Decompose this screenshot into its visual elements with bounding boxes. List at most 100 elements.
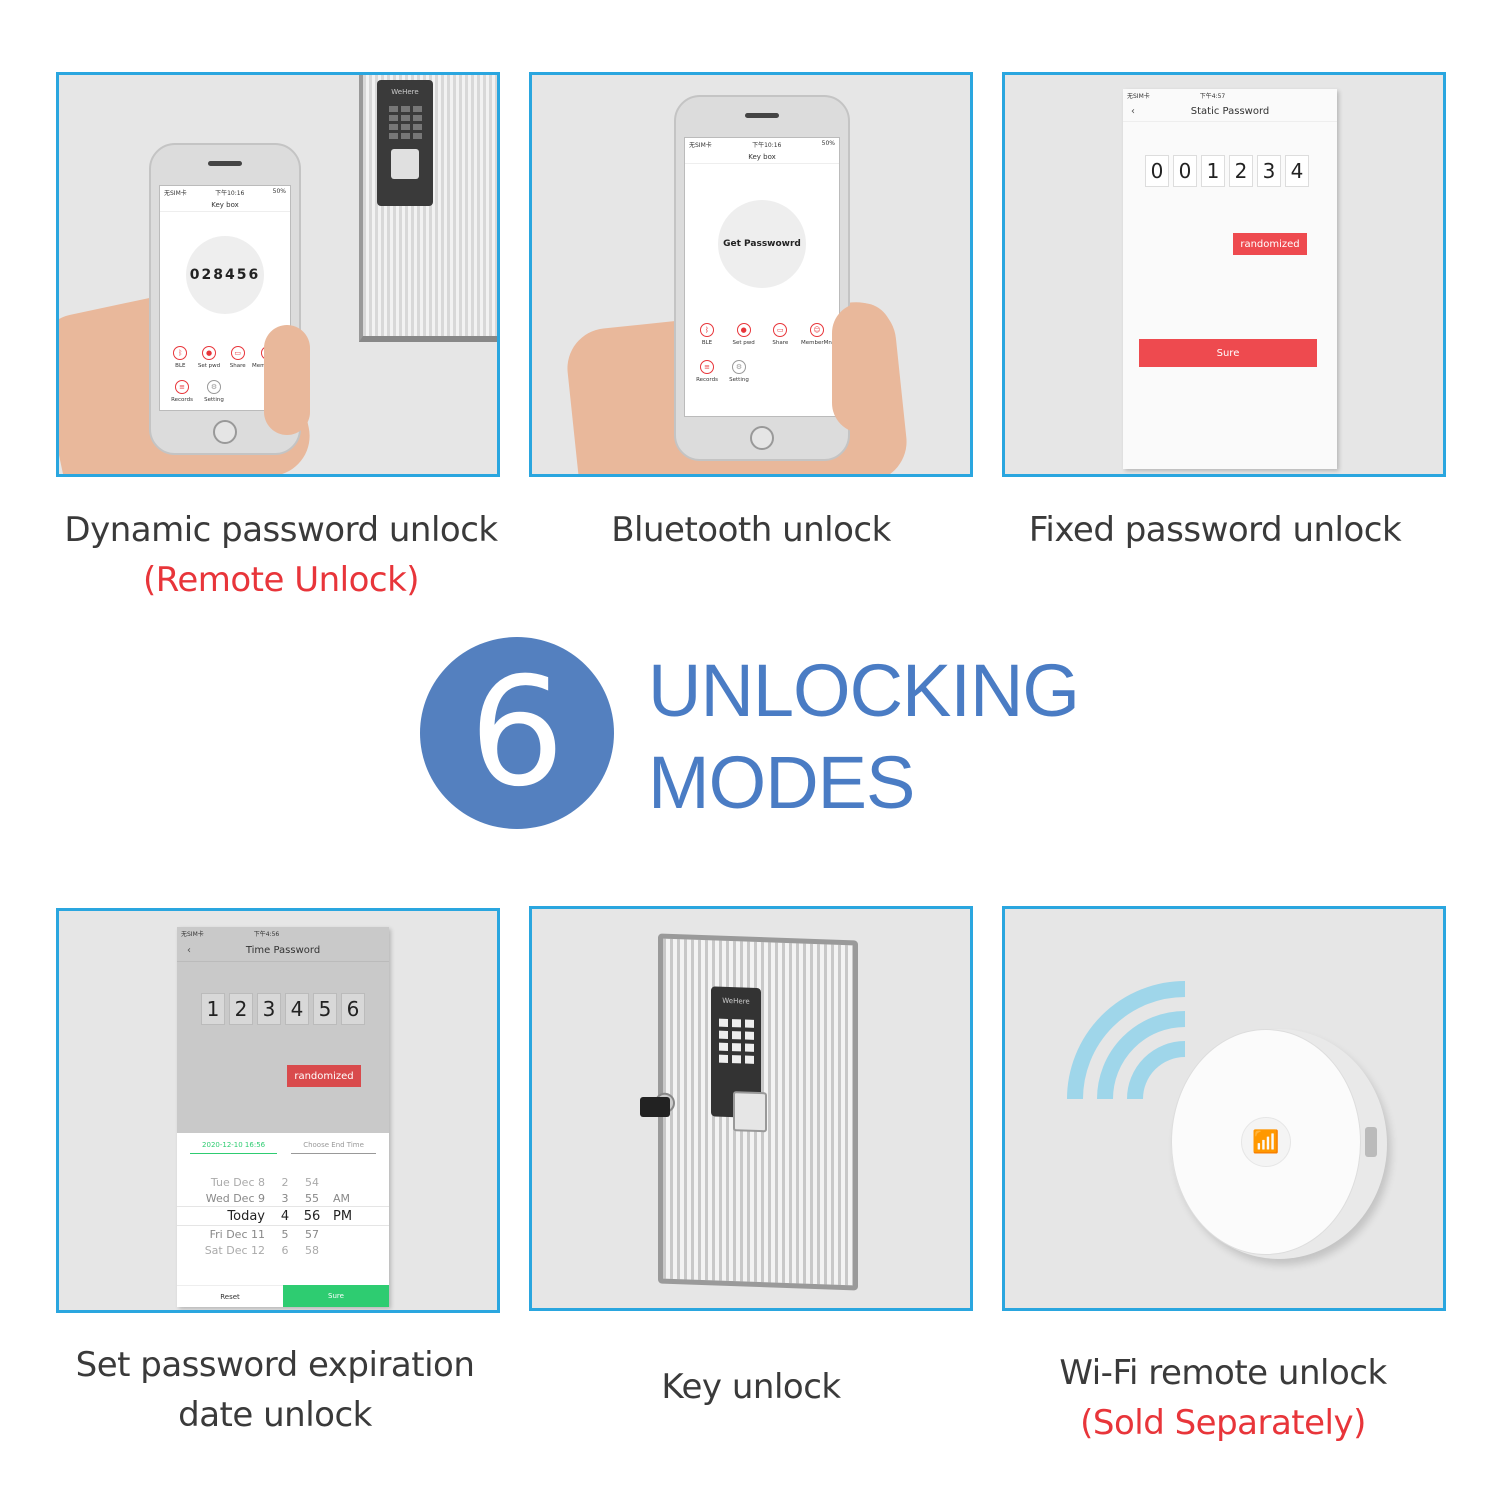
picker-actions: Reset Sure [177, 1285, 389, 1307]
screen-header: ‹ Time Password [177, 940, 389, 962]
dynamic-code-circle: 028456 [186, 236, 264, 314]
caption-key: Key unlock [516, 1362, 986, 1412]
caption-dynamic-title: Dynamic password unlock [64, 510, 498, 550]
headline: UNLOCKING MODES [648, 645, 1080, 829]
headline-line1: UNLOCKING [648, 649, 1080, 732]
member-icon: ☺ [809, 323, 824, 337]
key-icon[interactable] [640, 1097, 670, 1117]
caption-expiration: Set password expiration date unlock [40, 1340, 510, 1440]
screen-title: Time Password [245, 945, 321, 956]
digit: 4 [1285, 155, 1309, 187]
digit: 3 [257, 993, 281, 1025]
panel-expiration: 无SIM卡 下午4:56 ‹ Time Password 1 2 3 4 5 6… [56, 908, 500, 1313]
sure-button[interactable]: Sure [283, 1285, 389, 1307]
back-icon[interactable]: ‹ [187, 945, 191, 956]
reset-button[interactable]: Reset [177, 1285, 283, 1307]
digit: 4 [285, 993, 309, 1025]
status-time: 下午10:16 [215, 190, 245, 197]
handle[interactable] [733, 1091, 767, 1133]
keypad: WeHere [377, 80, 433, 206]
keypad-brand: WeHere [722, 996, 750, 1006]
set-pwd-item[interactable]: ●Set pwd [728, 323, 760, 346]
lock-icon: ● [202, 346, 216, 360]
setting-label: Setting [729, 377, 749, 383]
gear-icon: ⚙ [732, 360, 746, 374]
records-icon: ≡ [175, 380, 189, 394]
dynamic-code: 028456 [189, 267, 261, 283]
digit: 5 [313, 993, 337, 1025]
status-bar: 无SIM卡 下午10:16 50% [160, 186, 290, 199]
share-label: Share [772, 340, 789, 346]
randomize-button[interactable]: randomized [1233, 233, 1307, 255]
caption-dynamic-sub: (Remote Unlock) [142, 560, 420, 600]
member-label: MemberMng [800, 340, 836, 346]
records-icon: ≡ [700, 360, 714, 374]
randomize-button[interactable]: randomized [287, 1065, 361, 1087]
lock-icon: ● [736, 323, 751, 337]
caption-wifi: Wi-Fi remote unlock (Sold Separately) [988, 1348, 1458, 1448]
records-item[interactable]: ≡Records [166, 380, 198, 403]
screen-title: Static Password [1190, 106, 1270, 117]
thumb-image [832, 303, 892, 433]
status-battery: 50% [821, 140, 835, 147]
app-screen: 无SIM卡 下午4:56 ‹ Time Password 1 2 3 4 5 6… [177, 927, 389, 1307]
status-carrier: 无SIM卡 [164, 190, 187, 197]
caption-wifi-sub: (Sold Separately) [1080, 1403, 1366, 1443]
status-bar: 无SIM卡 下午10:16 50% [685, 138, 839, 151]
status-bar: 无SIM卡 下午4:56 [177, 927, 389, 940]
setting-item[interactable]: ⚙ Setting [723, 360, 755, 383]
share-item[interactable]: ▭Share [223, 346, 252, 369]
setting-item[interactable]: ⚙Setting [198, 380, 230, 403]
caption-wifi-title: Wi-Fi remote unlock [1059, 1353, 1387, 1393]
sure-button[interactable]: Sure [1139, 339, 1317, 367]
set-pwd-item[interactable]: ●Set pwd [195, 346, 224, 369]
usb-port [1365, 1127, 1377, 1157]
gear-icon: ⚙ [207, 380, 221, 394]
end-date-tab[interactable]: Choose End Time [291, 1141, 376, 1154]
digit: 0 [1145, 155, 1169, 187]
phone-speaker [745, 113, 779, 118]
digit: 2 [1229, 155, 1253, 187]
app-screen: 无SIM卡 下午4:57 ‹ Static Password 0 0 1 2 3… [1123, 89, 1337, 469]
wifi-gateway-device: 📶 [1171, 1029, 1387, 1259]
feature-icons-2: ≡Records ⚙Setting [166, 380, 284, 403]
gateway-face: 📶 [1171, 1029, 1361, 1255]
keypad-handle [391, 149, 419, 179]
ble-label: BLE [701, 340, 713, 346]
gateway-button[interactable]: 📶 [1241, 1117, 1291, 1167]
caption-expiration-line2: date unlock [178, 1395, 372, 1435]
share-item[interactable]: ▭Share [764, 323, 796, 346]
back-icon[interactable]: ‹ [1131, 106, 1135, 117]
panel-fixed-password: 无SIM卡 下午4:57 ‹ Static Password 0 0 1 2 3… [1002, 72, 1446, 477]
phone: 无SIM卡 下午10:16 50% Key box Get Passwowrd … [674, 95, 850, 461]
get-password-button[interactable]: Get Passwowrd [718, 200, 806, 288]
share-icon: ▭ [230, 346, 245, 360]
member-item[interactable]: ☺ MemberMng [800, 323, 836, 346]
home-button [213, 420, 237, 444]
caption-key-title: Key unlock [661, 1367, 841, 1407]
keypad-keys [711, 1018, 761, 1064]
keybox-image: WeHere [655, 933, 858, 1291]
phone-speaker [208, 161, 242, 166]
home-button [750, 426, 774, 450]
status-bar: 无SIM卡 下午4:57 [1123, 89, 1337, 102]
picker-tabs: 2020-12-10 16:56 Choose End Time [177, 1133, 389, 1154]
number-badge: 6 [420, 637, 614, 829]
app-title: Key box [160, 199, 290, 212]
wifi-signal-icon [1067, 981, 1186, 1100]
keypad-brand: WeHere [391, 88, 419, 96]
start-date-tab[interactable]: 2020-12-10 16:56 [190, 1141, 278, 1154]
caption-fixed-title: Fixed password unlock [1028, 510, 1402, 550]
bluetooth-icon: ᛒ [173, 346, 188, 360]
keybox-image: WeHere [359, 75, 497, 342]
records-item[interactable]: ≡Records [691, 360, 723, 383]
caption-fixed: Fixed password unlock [980, 505, 1450, 555]
